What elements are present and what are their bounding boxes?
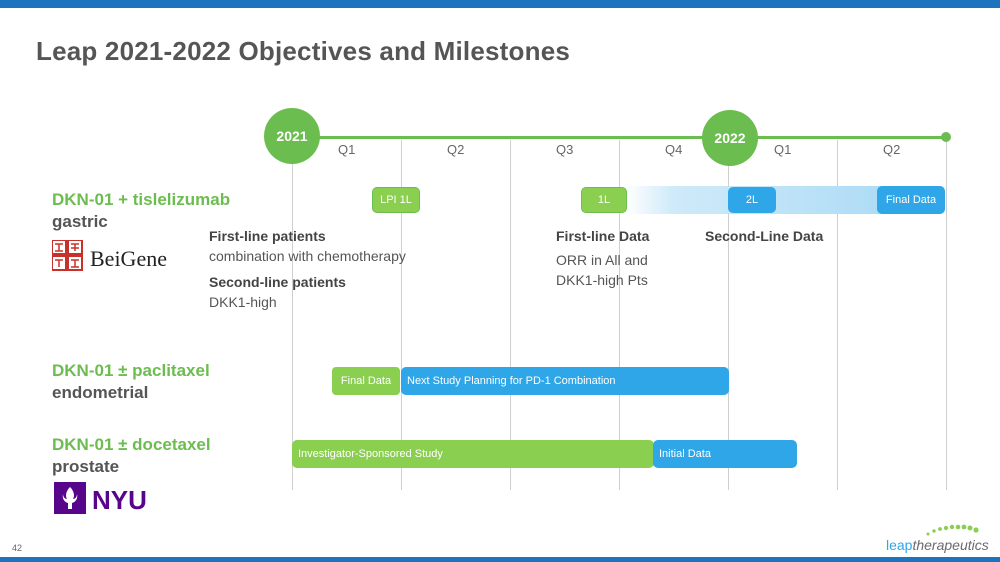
first-line-data-desc: ORR in All and bbox=[556, 252, 648, 268]
nyu-logo: NYU bbox=[54, 482, 147, 515]
page-number: 42 bbox=[12, 543, 23, 553]
first-line-patients-title: First-line patients bbox=[209, 228, 326, 244]
svg-text:leaptherapeutics: leaptherapeutics bbox=[886, 537, 989, 553]
program-gastric: DKN-01 + tislelizumab gastric bbox=[52, 189, 230, 233]
prostate-initial-data: Initial Data bbox=[653, 440, 797, 468]
program-name: DKN-01 ± paclitaxel bbox=[52, 361, 210, 380]
nyu-wordmark: NYU bbox=[92, 485, 147, 515]
leap-wordmark-suffix: therapeutics bbox=[912, 537, 988, 553]
program-name: DKN-01 ± docetaxel bbox=[52, 435, 211, 454]
quarter-label: Q1 bbox=[774, 142, 792, 157]
program-endometrial: DKN-01 ± paclitaxel endometrial bbox=[52, 360, 210, 404]
grid-line-q3 bbox=[510, 140, 511, 490]
program-indication: prostate bbox=[52, 457, 120, 476]
second-line-data-block: Second-Line Data bbox=[705, 226, 823, 246]
quarter-label: Q2 bbox=[447, 142, 465, 157]
grid-line-2022-q1 bbox=[728, 162, 729, 490]
first-line-data-title: First-line Data bbox=[556, 228, 650, 244]
lpi-1l-milestone: LPI 1L bbox=[372, 187, 420, 213]
2l-milestone: 2L bbox=[728, 187, 776, 213]
gastric-first-line: First-line patients combination with che… bbox=[209, 226, 406, 266]
1l-milestone: 1L bbox=[581, 187, 627, 213]
gastric-second-line: Second-line patients DKK1-high bbox=[209, 272, 346, 312]
bottom-bar bbox=[0, 557, 1000, 562]
endometrial-final-data: Final Data bbox=[332, 367, 400, 395]
year-2022-marker: 2022 bbox=[702, 110, 758, 166]
second-line-patients-desc: DKK1-high bbox=[209, 294, 277, 310]
program-prostate: DKN-01 ± docetaxel prostate bbox=[52, 434, 211, 478]
beigene-wordmark: BeiGene bbox=[90, 246, 167, 271]
second-line-patients-title: Second-line patients bbox=[209, 274, 346, 290]
grid-line-2022-q2 bbox=[837, 140, 838, 490]
second-line-data-title: Second-Line Data bbox=[705, 228, 824, 244]
beigene-logo: BeiGene bbox=[52, 240, 167, 271]
first-line-data-block: First-line Data ORR in All and DKK1-high… bbox=[556, 226, 649, 290]
year-2021-marker: 2021 bbox=[264, 108, 320, 164]
leap-wordmark-prefix: leap bbox=[886, 537, 913, 553]
program-indication: gastric bbox=[52, 212, 108, 231]
timeline-end-dot bbox=[941, 132, 951, 142]
first-line-patients-desc: combination with chemotherapy bbox=[209, 248, 406, 264]
top-bar bbox=[0, 0, 1000, 8]
grid-line-end bbox=[946, 140, 947, 490]
timeline-line bbox=[292, 136, 947, 139]
quarter-label: Q3 bbox=[556, 142, 574, 157]
grid-line-q4 bbox=[619, 140, 620, 490]
page-title: Leap 2021-2022 Objectives and Milestones bbox=[36, 36, 571, 66]
grid-line-2021-q1 bbox=[292, 162, 293, 490]
grid-line-q2 bbox=[401, 140, 402, 490]
investigator-sponsored-study: Investigator-Sponsored Study bbox=[292, 440, 654, 468]
leap-therapeutics-logo: leaptherapeutics bbox=[886, 524, 989, 553]
quarter-label: Q4 bbox=[665, 142, 683, 157]
first-line-data-desc: DKK1-high Pts bbox=[556, 272, 648, 288]
program-name: DKN-01 + tislelizumab bbox=[52, 190, 231, 209]
quarter-label: Q2 bbox=[883, 142, 901, 157]
gastric-final-data: Final Data bbox=[877, 186, 945, 214]
program-indication: endometrial bbox=[52, 383, 149, 402]
next-study-planning: Next Study Planning for PD-1 Combination bbox=[401, 367, 729, 395]
quarter-label: Q1 bbox=[338, 142, 356, 157]
